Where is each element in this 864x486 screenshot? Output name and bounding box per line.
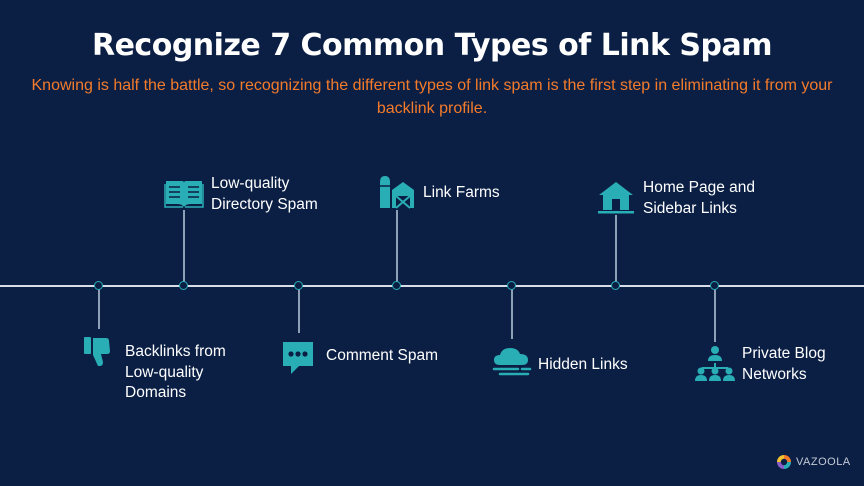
- page-subtitle: Knowing is half the battle, so recognizi…: [31, 77, 833, 117]
- timeline-dot: [94, 281, 103, 290]
- house-icon: [598, 182, 634, 214]
- item-label: Comment Spam: [326, 347, 438, 364]
- item-label: Backlinks from Low-quality Domains: [125, 343, 226, 401]
- connector: [396, 210, 398, 286]
- cloud-wind-icon: [492, 348, 532, 376]
- item-label: Private Blog Networks: [742, 345, 826, 383]
- timeline: [0, 285, 864, 287]
- timeline-dot: [507, 281, 516, 290]
- chat-bubble-icon: [283, 342, 313, 374]
- network-people-icon: [695, 346, 735, 381]
- item-label: Home Page and Sidebar Links: [643, 179, 756, 217]
- timeline-dot: [611, 281, 620, 290]
- connector: [98, 287, 100, 329]
- timeline-dot: [710, 281, 719, 290]
- connector: [511, 287, 513, 339]
- open-book-icon: [164, 181, 204, 208]
- item-label: Link Farms: [423, 184, 500, 201]
- timeline-dot: [179, 281, 188, 290]
- logo-mark-icon: [777, 455, 791, 469]
- farm-barn-icon: [380, 176, 414, 209]
- connector: [714, 287, 716, 342]
- page-title: Recognize 7 Common Types of Link Spam: [91, 28, 773, 63]
- connector: [298, 287, 300, 333]
- vazoola-logo: VAZOOLA: [776, 454, 851, 470]
- connector: [615, 215, 617, 286]
- item-label: Low-quality Directory Spam: [211, 175, 318, 213]
- logo-text: VAZOOLA: [796, 456, 851, 468]
- timeline-dot: [294, 281, 303, 290]
- item-label: Hidden Links: [538, 356, 628, 373]
- timeline-dot: [392, 281, 401, 290]
- thumbs-down-icon: [84, 337, 110, 366]
- connector: [183, 210, 185, 286]
